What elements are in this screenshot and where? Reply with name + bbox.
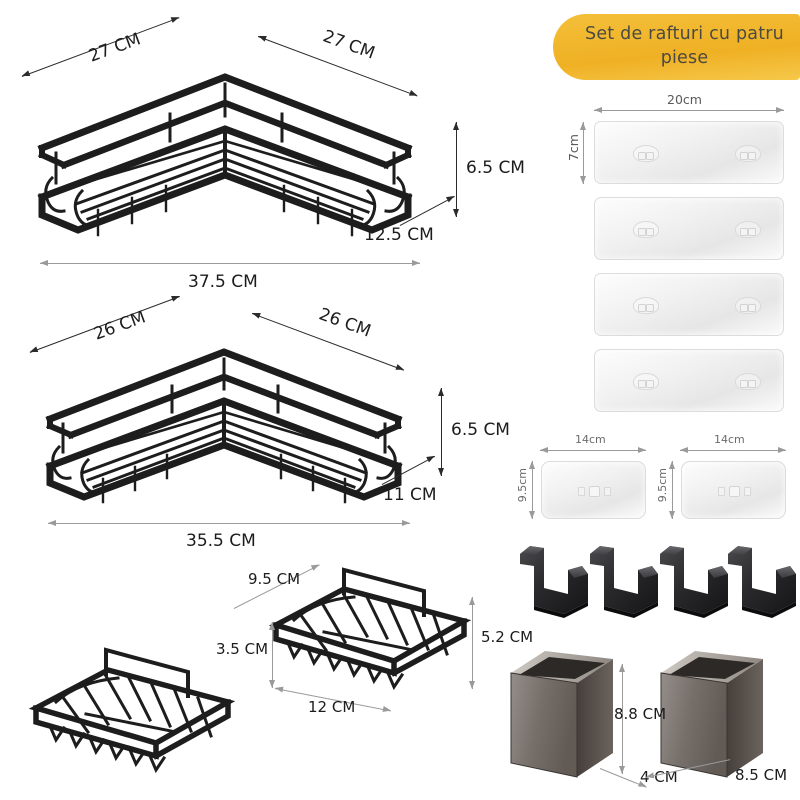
pad-mount-icon [716,484,752,498]
dim-label-pad-large-width: 20cm [667,92,702,107]
dim-arrow-soap-height [267,622,277,688]
dim-label-soap-height: 3.5 CM [216,640,269,658]
toothbrush-cups-illustration [510,651,763,778]
dim-label-small-height: 6.5 CM [451,420,510,440]
s-hooks-illustration [520,546,796,618]
adhesive-pad-large-4 [594,349,784,412]
dim-arrow-cup-height [617,664,627,774]
adhesive-pad-large-2 [594,197,784,260]
pad-mount-icon [633,373,659,390]
dim-label-large-height: 6.5 CM [466,158,525,178]
adhesive-pad-small-right [681,461,786,519]
adhesive-pad-small-left [541,461,646,519]
s-hook [590,546,658,618]
dim-arrow-pad-small-left-width [540,446,646,454]
dim-arrow-pad-large-height [578,122,588,184]
adhesive-pad-large-3 [594,273,784,336]
pad-mount-icon [735,297,761,314]
dim-label-pad-small-right-width: 14cm [714,433,745,446]
soap-dish-illustration-right [268,567,472,691]
dim-arrow-soap-handle-height [467,597,477,689]
s-hook [660,546,728,618]
dim-label-cup-width: 8.5 CM [735,766,788,784]
dim-label-small-depth: 11 CM [383,485,437,505]
dim-label-pad-small-right-height: 9.5cm [656,468,669,503]
pad-mount-icon [633,221,659,238]
s-hook [728,546,796,618]
corner-shelf-small-illustration [45,348,403,504]
dim-label-pad-large-height: 7cm [566,134,581,162]
dim-arrow-large-height [451,122,461,217]
pad-mount-icon [633,297,659,314]
dim-label-large-width: 37.5 CM [188,272,258,292]
dim-label-soap-depth: 9.5 CM [248,570,301,588]
dim-label-soap-handle-height: 5.2 CM [481,628,534,646]
pad-mount-icon [735,221,761,238]
toothbrush-cup [510,651,613,778]
pad-mount-icon [735,145,761,162]
dim-label-small-width: 35.5 CM [186,531,256,551]
dim-label-pad-small-left-width: 14cm [575,433,606,446]
dim-arrow-pad-small-right-width [680,446,786,454]
pad-mount-icon [576,484,612,498]
pad-mount-icon [633,145,659,162]
soap-dish-illustration-left [28,647,236,774]
dim-label-pad-small-left-height: 9.5cm [516,468,529,503]
dim-arrow-small-width [48,519,410,527]
dim-label-cup-height: 8.8 CM [614,705,667,723]
dim-arrow-large-width [40,259,420,267]
title-banner-text: Set de rafturi cu patru piese [585,24,784,68]
dim-label-soap-width: 12 CM [308,698,356,716]
title-banner: Set de rafturi cu patru piese [553,14,800,80]
corner-shelf-large-illustration [37,73,413,237]
dim-label-large-depth: 12.5 CM [364,225,434,245]
s-hook [520,546,588,618]
pad-mount-icon [735,373,761,390]
dim-arrow-pad-large-width [594,106,784,114]
dim-arrow-pad-small-right-height [667,461,677,519]
dim-arrow-pad-small-left-height [527,461,537,519]
adhesive-pad-large-1 [594,121,784,184]
toothbrush-cup [660,651,763,778]
dim-arrow-small-height [436,388,446,476]
